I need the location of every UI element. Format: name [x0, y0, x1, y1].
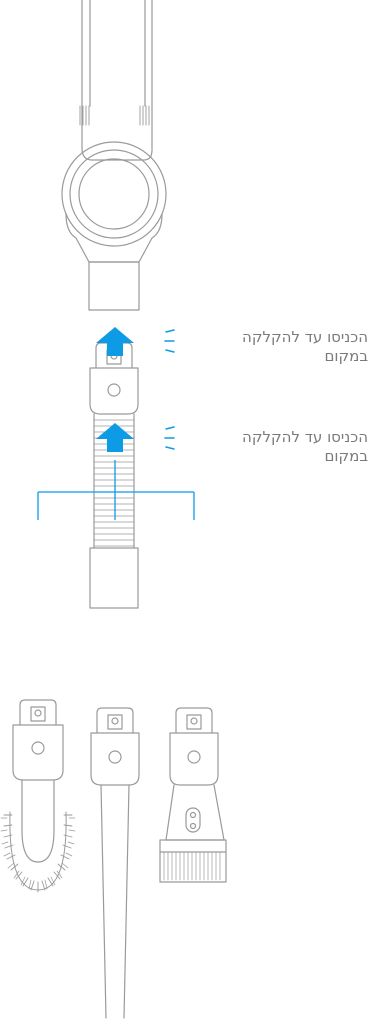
vacuum-main-body — [79, 0, 153, 161]
instruction-label: הכניסו עד להקלקה במקום — [198, 328, 368, 366]
instruction-line: במקום — [324, 447, 368, 465]
instruction-line: הכניסו עד להקלקה — [242, 328, 368, 346]
attachment-connector-lines — [37, 460, 195, 520]
instruction-line: במקום — [324, 347, 368, 365]
vacuum-outlet — [88, 261, 140, 311]
extension-hose — [89, 342, 139, 609]
crevice-tool-attachment — [90, 707, 140, 1019]
dusting-brush-attachment — [159, 707, 227, 883]
click-marks-icon — [164, 426, 175, 450]
up-arrow-icon — [96, 423, 134, 452]
up-arrow-icon — [96, 327, 134, 356]
click-marks-icon — [164, 329, 175, 353]
instruction-label: הכניסו עד להקלקה במקום — [198, 428, 368, 466]
instruction-line: הכניסו עד להקלקה — [242, 428, 368, 446]
curved-brush-attachment — [0, 699, 76, 893]
